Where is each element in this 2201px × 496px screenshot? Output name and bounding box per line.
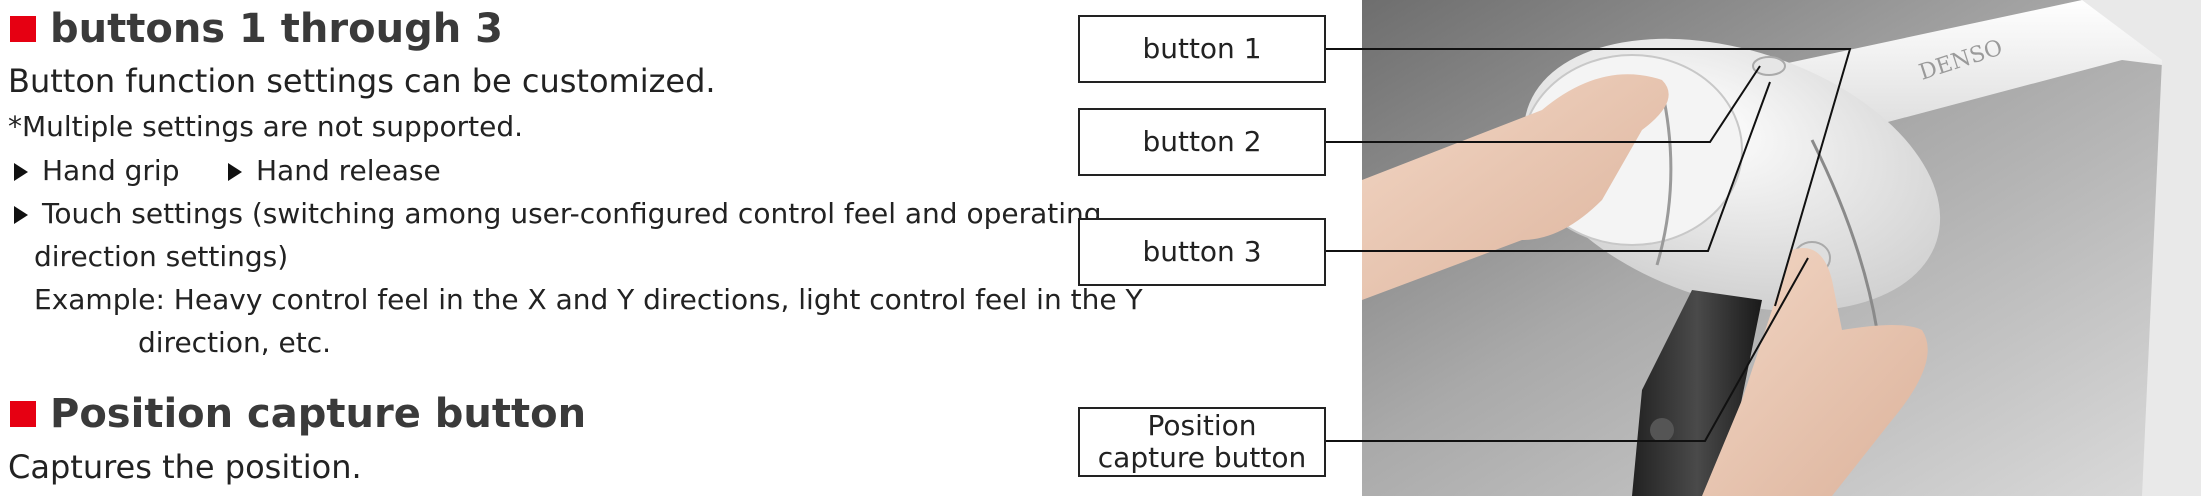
callout-position-capture: Position capture button: [1078, 407, 1326, 477]
bullet-hand-release: Hand release: [228, 154, 441, 187]
red-square-icon: [10, 16, 36, 42]
leader-line-button1: [1323, 48, 1852, 307]
leader-line-capture: [1323, 257, 1809, 442]
section-title: buttons 1 through 3: [50, 6, 503, 52]
callout-label: Position: [1147, 409, 1257, 442]
bullet-label: Touch settings (switching among user-con…: [42, 197, 1102, 230]
intro-text: Button function settings can be customiz…: [8, 62, 716, 100]
bullet-triangle-icon: [14, 163, 28, 181]
capture-description: Captures the position.: [8, 448, 362, 486]
callout-button-1: button 1: [1078, 15, 1326, 83]
section-title: Position capture button: [50, 391, 587, 437]
bullet-hand-grip: Hand grip: [14, 154, 179, 187]
callout-button-3: button 3: [1078, 218, 1326, 286]
section-heading-buttons: buttons 1 through 3: [10, 6, 503, 52]
leader-line-button2: [1323, 65, 1761, 143]
callout-label: capture button: [1097, 441, 1307, 474]
red-square-icon: [10, 401, 36, 427]
example-text-cont: direction, etc.: [138, 326, 332, 359]
section-heading-capture: Position capture button: [10, 391, 586, 437]
bullet-touch-settings-cont: direction settings): [34, 240, 289, 273]
robot-arm-photo: DENSO: [1362, 0, 2201, 496]
bullet-triangle-icon: [228, 163, 242, 181]
example-text: Example: Heavy control feel in the X and…: [34, 283, 1143, 316]
bullet-label: Hand grip: [42, 154, 180, 187]
bullet-triangle-icon: [14, 206, 28, 224]
leader-line-button3: [1323, 81, 1771, 252]
bullet-touch-settings: Touch settings (switching among user-con…: [14, 197, 1102, 230]
callout-button-2: button 2: [1078, 108, 1326, 176]
callout-label: button 1: [1142, 32, 1262, 65]
callout-label: button 2: [1142, 125, 1262, 158]
note-text: *Multiple settings are not supported.: [8, 110, 524, 143]
bullet-label: Hand release: [256, 154, 441, 187]
callout-label: button 3: [1142, 235, 1262, 268]
